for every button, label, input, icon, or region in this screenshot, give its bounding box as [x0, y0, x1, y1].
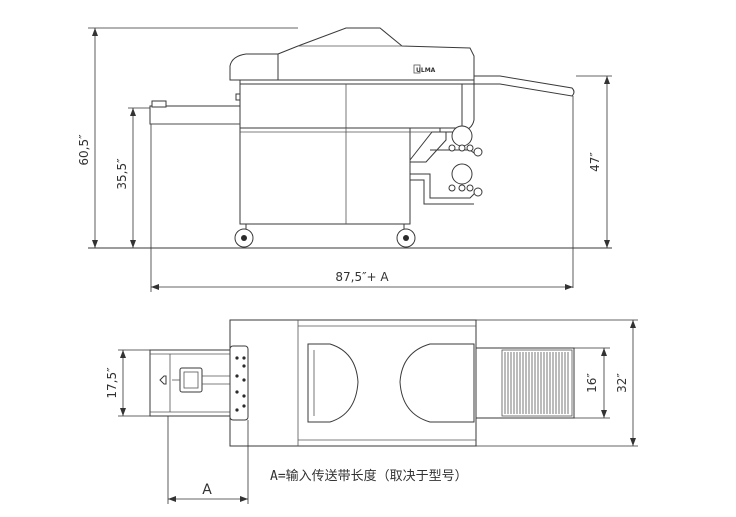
top-infeed-arrow [159, 375, 167, 385]
top-discharge-ribs [501, 349, 573, 417]
dim-height-infeed: 35,5″ [115, 107, 150, 248]
dim-width-total-label: 32″ [615, 373, 629, 393]
top-pusher-inner [183, 371, 199, 389]
main-cabinet [239, 83, 463, 129]
dim-length-total: 87,5″+ A [150, 124, 573, 292]
front-caster [234, 224, 254, 248]
hood-front [229, 53, 279, 81]
dim-width-total: 32″ [476, 319, 638, 447]
side-view: ULMA [77, 27, 612, 292]
dim-height-discharge-label: 47″ [588, 152, 602, 172]
dim-length-total-label: 87,5″+ A [335, 270, 389, 284]
infeed-guide [151, 100, 167, 108]
dim-infeed-length: A [167, 416, 249, 504]
left-seal-shape [307, 343, 359, 423]
side-knob [235, 93, 241, 101]
rear-slope [409, 131, 447, 163]
upper-band [239, 79, 475, 85]
discharge-arm [473, 75, 575, 97]
rear-caster [396, 224, 416, 248]
dim-infeed-length-label: A [202, 482, 212, 498]
dim-height-total: 60,5″ [77, 27, 298, 248]
right-seal-shape [399, 343, 475, 423]
dim-height-total-label: 60,5″ [77, 134, 91, 166]
top-hood [277, 27, 475, 81]
dim-width-discharge-label: 16″ [585, 373, 599, 393]
lower-spool [410, 163, 483, 205]
brand-logo: ULMA [416, 67, 436, 74]
discharge-ribs [504, 352, 569, 414]
dim-width-infeed: 17,5″ [105, 349, 150, 417]
brand-logo-box [413, 64, 421, 74]
control-dots [235, 356, 246, 412]
lower-cabinet [239, 127, 411, 225]
dim-height-discharge: 47″ [572, 75, 612, 288]
top-discharge-conveyor [475, 347, 575, 419]
upper-spool [430, 125, 483, 157]
dim-width-infeed-label: 17,5″ [105, 367, 119, 399]
dim-height-infeed-label: 35,5″ [115, 158, 129, 190]
caption: A=输入传送带长度（取决于型号） [270, 468, 468, 484]
top-view: 17,5″ 16″ 32″ A [105, 319, 638, 504]
dim-width-discharge: 16″ [574, 347, 610, 419]
infeed-conveyor [149, 105, 241, 125]
